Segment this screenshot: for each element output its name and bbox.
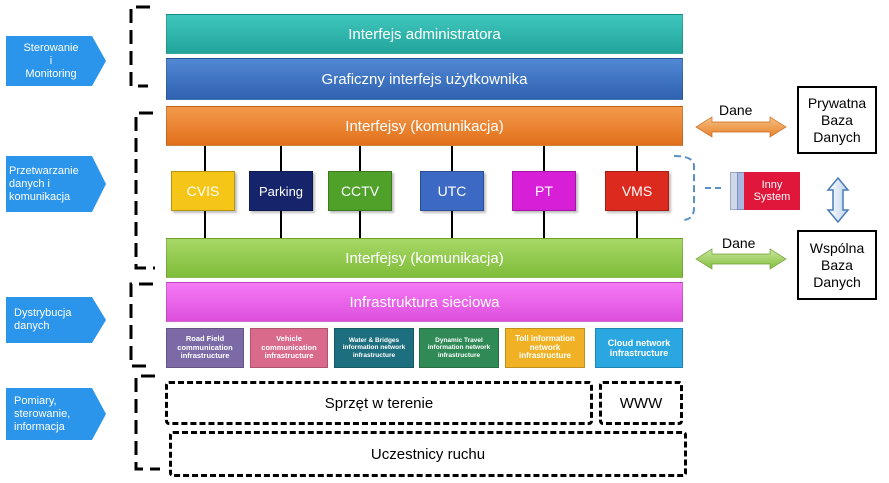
infra-vehicle: Vehicle communication infrastructure <box>250 328 328 368</box>
private-database: Prywatna Baza Danych <box>797 86 877 154</box>
interfaces-bottom-layer: Interfejsy (komunikacja) <box>166 238 683 278</box>
admin-interface-layer: Interfejs administratora <box>166 14 683 54</box>
data-arrow-top <box>695 116 787 138</box>
interfaces-top-layer: Interfejsy (komunikacja) <box>166 106 683 146</box>
field-equipment-box: Sprzęt w terenie <box>165 381 593 425</box>
infra-dynamic-travel: Dynamic Travel information network infra… <box>419 328 499 368</box>
data-label-top: Dane <box>719 102 753 118</box>
infra-toll: Toll information network infrastructure <box>505 328 585 368</box>
bracket-processing <box>134 111 155 270</box>
label-measurement: Pomiary, sterowanie, informacja <box>14 394 71 433</box>
module-cctv: CCTV <box>328 171 392 211</box>
other-system-bracket <box>673 155 695 221</box>
bracket-measurement <box>134 374 160 471</box>
network-infrastructure-layer: Infrastruktura sieciowa <box>166 282 683 322</box>
bracket-distribution <box>129 282 153 368</box>
data-arrow-bottom <box>695 248 787 270</box>
infra-water-bridges: Water & Bridges information network infr… <box>334 328 414 368</box>
left-arrow-shape-3 <box>6 297 106 343</box>
infra-cloud-network: Cloud network infrastructure <box>595 328 683 368</box>
module-cvis: CVIS <box>171 171 235 211</box>
shared-database: Wspólna Baza Danych <box>797 230 877 300</box>
module-pt: PT <box>512 171 576 211</box>
module-parking: Parking <box>249 171 313 211</box>
data-label-bottom: Dane <box>722 235 756 251</box>
left-arrow-shape-2 <box>6 156 106 212</box>
db-sync-arrow <box>826 176 850 224</box>
label-distribution: Dystrybucja danych <box>14 307 72 332</box>
module-utc: UTC <box>420 171 484 211</box>
label-control-monitoring: Sterowanie i Monitoring <box>23 41 79 80</box>
infra-road-field: Road Field communication infrastructure <box>166 328 244 368</box>
gui-layer: Graficzny interfejs użytkownika <box>166 58 683 100</box>
other-system-box: Inny System <box>744 172 800 210</box>
bracket-control <box>129 5 150 88</box>
traffic-participants-box: Uczestnicy ruchu <box>169 431 687 477</box>
label-processing: Przetwarzanie danych i komunikacja <box>9 164 79 203</box>
left-arrow-shape-1 <box>6 36 106 86</box>
www-box: WWW <box>599 381 683 425</box>
left-arrow-shape-4 <box>6 388 106 440</box>
module-vms: VMS <box>605 171 669 211</box>
